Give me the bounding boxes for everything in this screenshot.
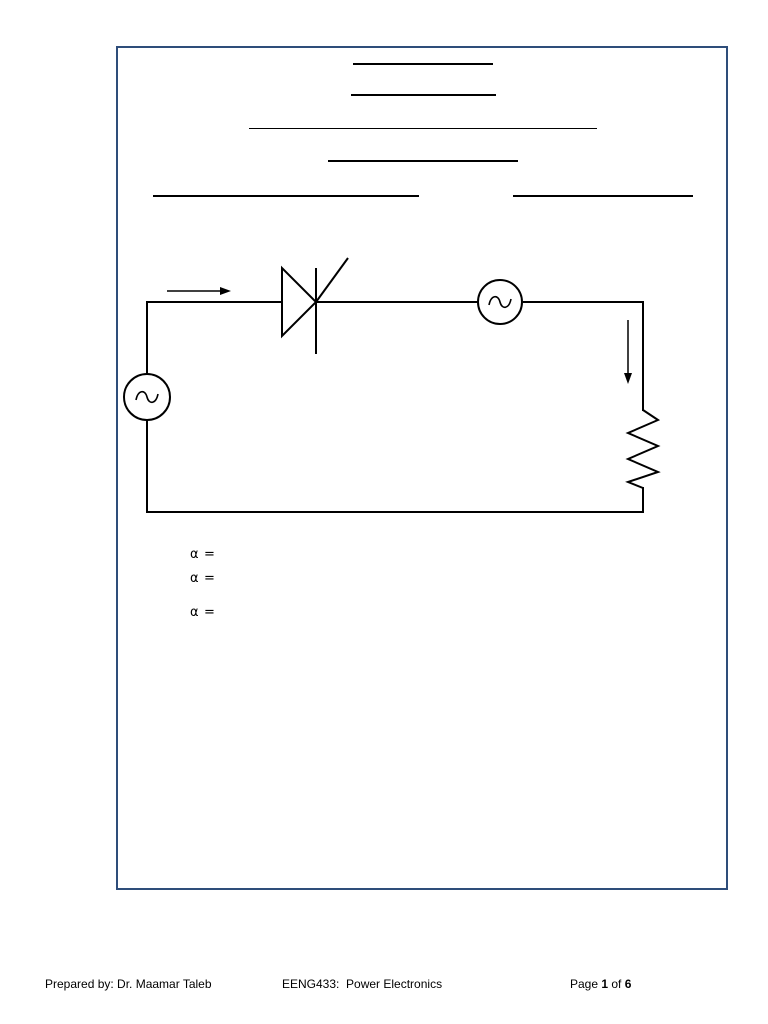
title-blank-line-3 bbox=[249, 128, 597, 129]
ac-source-top-icon bbox=[477, 279, 523, 325]
title-blank-line-1 bbox=[353, 63, 493, 65]
thyristor-icon bbox=[281, 257, 349, 354]
page-total: 6 bbox=[624, 977, 632, 991]
resistor-icon bbox=[625, 409, 661, 489]
alpha-line-2: α= bbox=[190, 572, 215, 586]
footer-course: EENG433: Power Electronics bbox=[282, 977, 443, 991]
alpha-symbol: α bbox=[190, 605, 199, 620]
footer-page-number: Page 1 of 6 bbox=[570, 977, 631, 991]
title-blank-line-2 bbox=[351, 94, 496, 96]
current-arrow-top-icon bbox=[167, 287, 231, 295]
name-blank-line bbox=[153, 195, 419, 197]
page-prefix: Page bbox=[570, 977, 602, 991]
footer-prepared-by: Prepared by: Dr. Maamar Taleb bbox=[45, 977, 212, 991]
alpha-line-3: α= bbox=[190, 606, 215, 620]
current-arrow-right-icon bbox=[624, 320, 632, 384]
alpha-symbol: α bbox=[190, 547, 199, 562]
page-current: 1 bbox=[601, 977, 609, 991]
page-of: of bbox=[608, 977, 625, 991]
ac-source-left-icon bbox=[123, 373, 171, 421]
id-blank-line bbox=[513, 195, 693, 197]
title-blank-line-4 bbox=[328, 160, 518, 162]
equals-sign: = bbox=[204, 605, 215, 620]
alpha-line-1: α= bbox=[190, 548, 215, 562]
equals-sign: = bbox=[204, 547, 215, 562]
equals-sign: = bbox=[204, 571, 215, 586]
page-frame bbox=[116, 46, 728, 890]
alpha-symbol: α bbox=[190, 571, 199, 586]
